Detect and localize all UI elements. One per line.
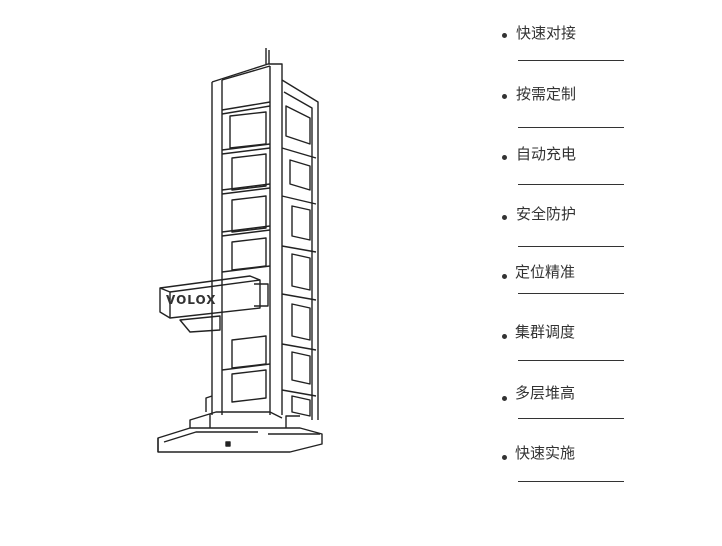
divider [518,360,624,361]
bullet-icon [502,274,507,279]
divider [518,246,624,247]
divider [518,481,624,482]
bullet-icon [502,396,507,401]
bullet-icon [502,94,507,99]
feature-label: 自动充电 [516,145,577,163]
feature-list: 快速对接 按需定制 自动充电 安全防护 定位精准 集群调度 多层堆高 快速实施 [500,0,630,546]
feature-label: 快速对接 [516,24,577,42]
feature-label: 定位精准 [515,263,576,281]
bullet-icon [502,155,507,160]
bullet-icon [502,215,507,220]
brand-logo: VOLOX [166,293,217,307]
bullet-icon [502,33,507,38]
divider [518,184,624,185]
feature-label: 多层堆高 [515,384,576,402]
feature-label: 按需定制 [516,85,577,103]
feature-label: 快速实施 [515,444,576,462]
feature-label: 安全防护 [516,205,577,223]
divider [518,418,624,419]
bullet-icon [502,334,507,339]
divider [518,60,624,61]
feature-label: 集群调度 [515,323,576,341]
divider [518,293,624,294]
bullet-icon [502,455,507,460]
robot-illustration: VOLOX [157,48,323,453]
divider [518,127,624,128]
